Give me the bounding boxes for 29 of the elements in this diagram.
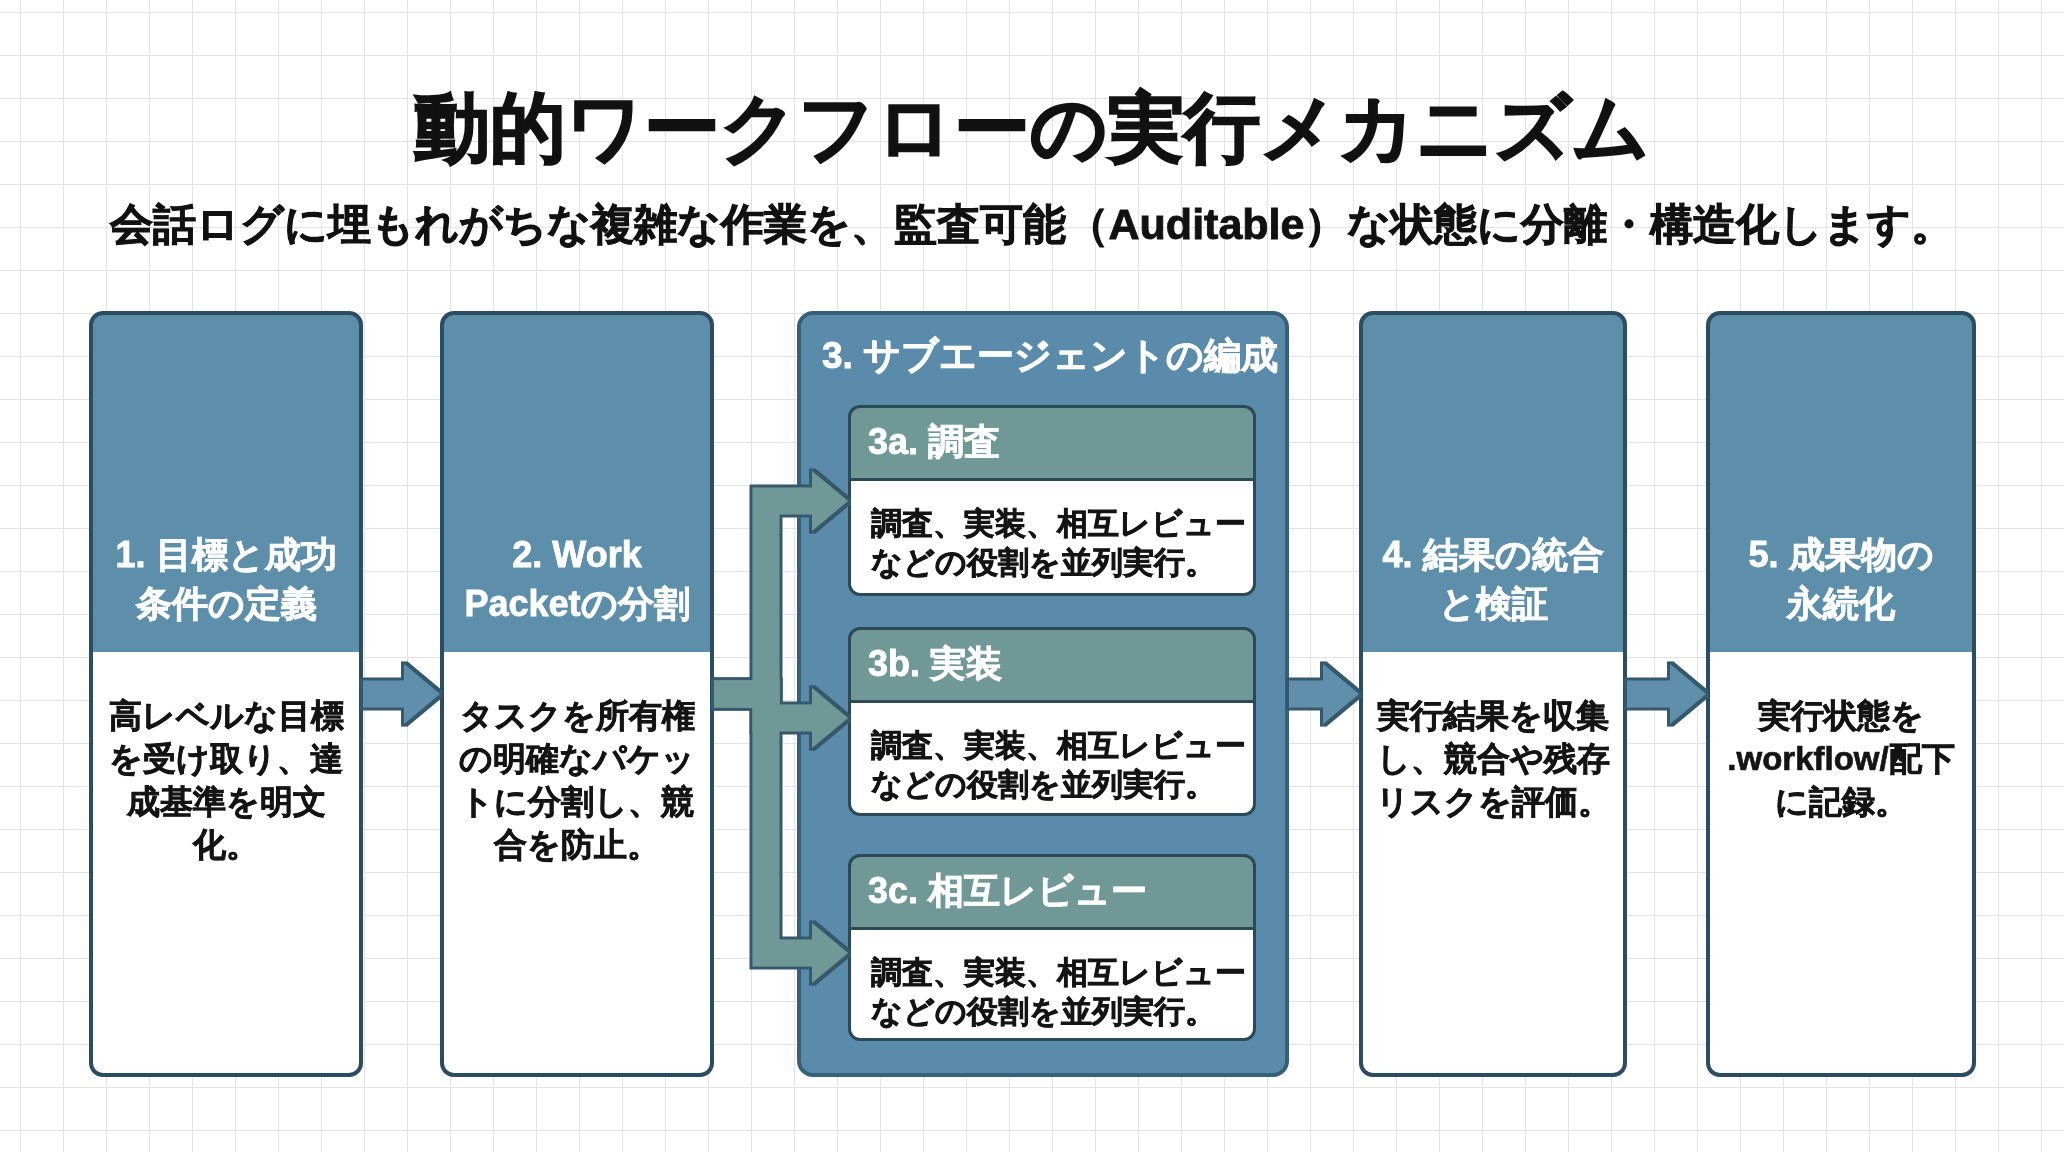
title: 動的ワークフローの実行メカニズム: [413, 84, 1651, 172]
step-description: 実行結果を収集し、競合や残存リスクを評価。: [1374, 696, 1612, 822]
process-box: [1706, 311, 1976, 1077]
step-description: 調査、実装、相互レビューなどの役割を並列実行。: [871, 727, 1247, 804]
step-description: 調査、実装、相互レビューなどの役割を並列実行。: [871, 954, 1247, 1031]
arrow: [1289, 664, 1359, 724]
process-box: [848, 854, 1256, 1041]
subtitle: 会話ログに埋もれがちな複雑な作業を、監査可能（Auditable）な状態に分離・構造化します。: [108, 199, 1956, 250]
group-box: [797, 311, 1289, 1077]
step-description: 実行状態を.workflow/配下に記録。: [1726, 696, 1956, 822]
step-heading: 5. 成果物の永続化: [1747, 533, 1935, 626]
arrow: [363, 664, 440, 724]
group-heading: 3. サブエージェントの編成: [822, 334, 1279, 378]
arrow: [1627, 664, 1706, 724]
process-box: [440, 311, 714, 1077]
process-box: [1359, 311, 1627, 1077]
step-description: 高レベルな目標を受け取り、達成基準を明文化。: [107, 696, 345, 865]
step-heading: 3c. 相互レビュー: [868, 869, 1148, 913]
step-heading: 3b. 実装: [868, 642, 1002, 686]
step-heading: 2. Work Packetの分割: [463, 533, 691, 626]
process-box: [848, 405, 1256, 596]
step-heading: 1. 目標と成功条件の定義: [114, 533, 338, 626]
step-heading: 3a. 調査: [868, 420, 1001, 464]
step-description: タスクを所有権の明確なパケットに分割し、競合を防止。: [458, 696, 696, 865]
process-box: [848, 627, 1256, 816]
step-heading: 4. 結果の統合と検証: [1381, 533, 1605, 626]
process-box: [89, 311, 363, 1077]
arrow: [714, 680, 848, 983]
step-description: 調査、実装、相互レビューなどの役割を並列実行。: [871, 505, 1247, 582]
